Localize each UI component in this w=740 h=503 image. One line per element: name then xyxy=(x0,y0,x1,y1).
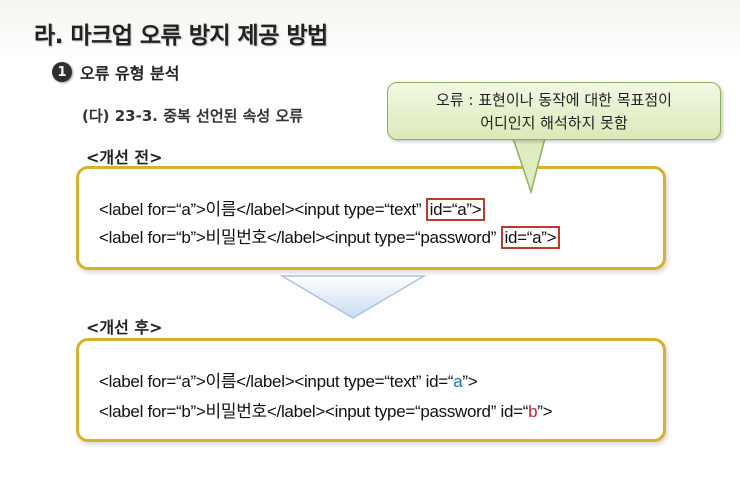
after-code-line-2: <label for=“b”>비밀번호</label><input type=“… xyxy=(99,397,553,422)
error-callout: 오류 : 표현이나 동작에 대한 목표점이 어디인지 해석하지 못함 xyxy=(387,82,721,140)
before-code-line-1: <label for=“a”>이름</label><input type=“te… xyxy=(99,195,486,221)
after-line1-code: <label for=“a”>이름</label><input type=“te… xyxy=(99,372,454,391)
subheading-text: 오류 유형 분석 xyxy=(80,64,180,83)
before-code-line-2: <label for=“b”>비밀번호</label><input type=“… xyxy=(99,223,561,249)
callout-tail xyxy=(512,138,546,194)
before-line2-code: <label for=“b”>비밀번호</label><input type=“… xyxy=(99,228,497,247)
before-line1-code: <label for=“a”>이름</label><input type=“te… xyxy=(99,200,422,219)
section-title: (다) 23-3. 중복 선언된 속성 오류 xyxy=(82,107,304,125)
after-line2-code: <label for=“b”>비밀번호</label><input type=“… xyxy=(99,402,529,421)
number-badge: 1 xyxy=(52,62,72,82)
before-label: <개선 전> xyxy=(86,148,163,167)
after-line1-suffix: ”> xyxy=(462,372,478,391)
after-line1-id-value: a xyxy=(453,372,463,391)
after-label: <개선 후> xyxy=(86,318,163,337)
after-code-box: <label for=“a”>이름</label><input type=“te… xyxy=(76,338,666,442)
before-line1-highlight: id=“a”> xyxy=(425,198,486,221)
callout-line-2: 어디인지 해석하지 못함 xyxy=(480,114,628,132)
after-code-line-1: <label for=“a”>이름</label><input type=“te… xyxy=(99,367,478,392)
page-title: 라. 마크업 오류 방지 제공 방법 xyxy=(34,23,328,49)
after-line2-suffix: ”> xyxy=(537,402,553,421)
subheading: 1 오류 유형 분석 xyxy=(52,60,179,84)
callout-line-1: 오류 : 표현이나 동작에 대한 목표점이 xyxy=(436,91,672,109)
after-line2-id-value: b xyxy=(528,402,538,421)
down-arrow-icon xyxy=(279,275,427,319)
before-line2-highlight: id=“a”> xyxy=(500,226,561,249)
before-code-box: <label for=“a”>이름</label><input type=“te… xyxy=(76,166,666,270)
